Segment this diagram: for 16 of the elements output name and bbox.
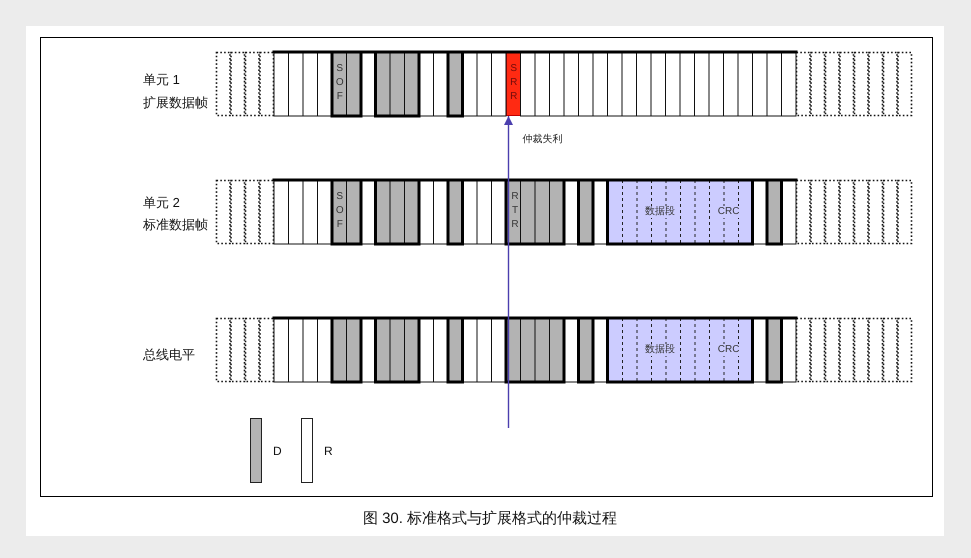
arrow bbox=[504, 116, 513, 428]
legend-label: D bbox=[273, 444, 282, 458]
row-label: 单元 1 bbox=[143, 71, 180, 89]
data-crc-field bbox=[608, 318, 752, 382]
edge-label: 仲裁失利 bbox=[522, 133, 562, 146]
row-label: 标准数据帧 bbox=[143, 216, 208, 234]
field-label: CRC bbox=[716, 206, 740, 218]
row-label: 单元 2 bbox=[143, 194, 180, 212]
row-label: 总线电平 bbox=[143, 346, 195, 364]
field-label: 数据段 bbox=[644, 206, 676, 218]
figure-caption: 图 30. 标准格式与扩展格式的仲裁过程 bbox=[362, 509, 618, 529]
field-label: 数据段 bbox=[644, 344, 676, 356]
data-crc-field bbox=[608, 180, 752, 244]
field-label: CRC bbox=[716, 344, 740, 356]
legend-label: R bbox=[324, 444, 333, 458]
row-label: 扩展数据帧 bbox=[143, 94, 208, 112]
